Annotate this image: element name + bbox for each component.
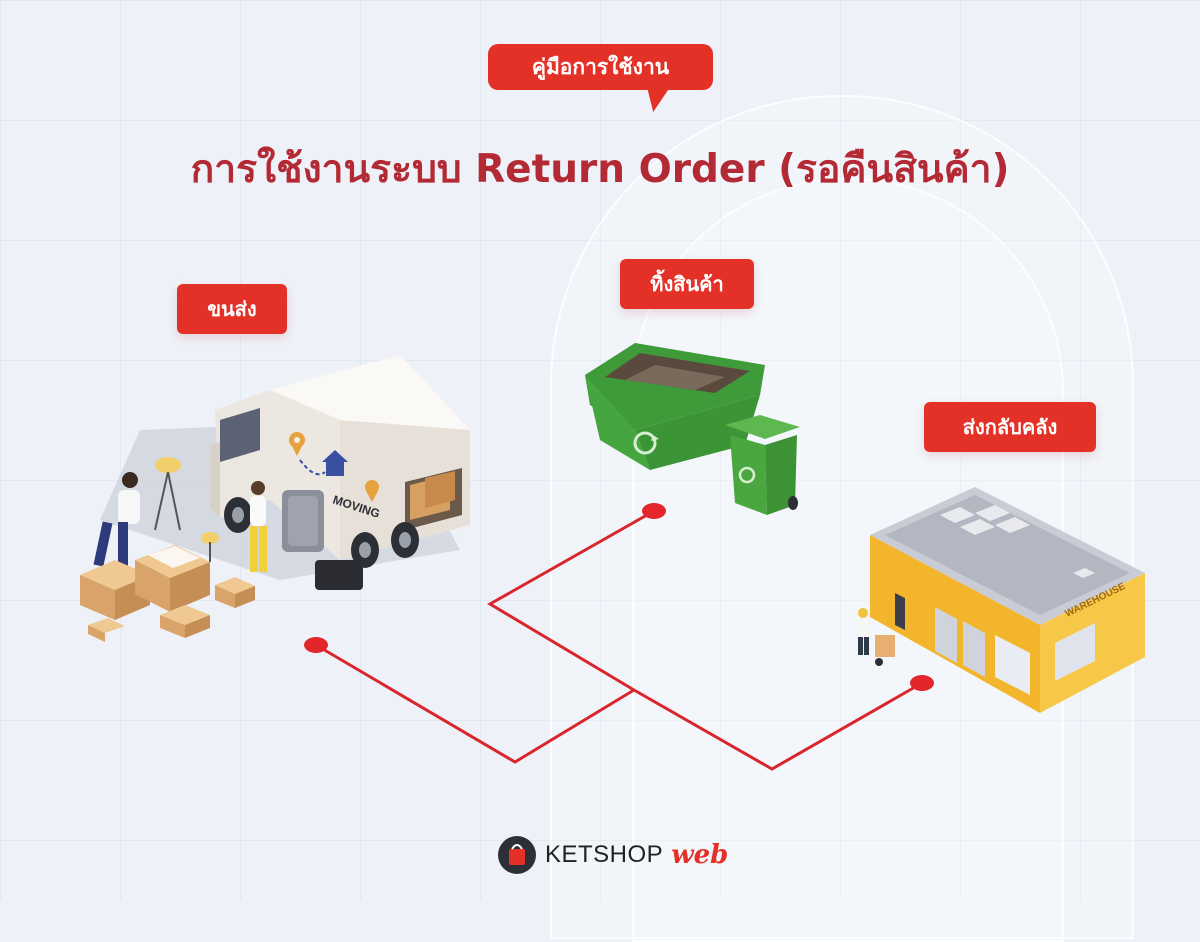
guide-badge-label: คู่มือการใช้งาน	[531, 54, 670, 79]
node-warehouse	[910, 675, 934, 691]
guide-badge: คู่มือการใช้งาน	[488, 44, 713, 90]
brand-logo: KETSHOP web	[497, 835, 728, 875]
label-shipping: ขนส่ง	[177, 284, 287, 334]
page-title: การใช้งานระบบ Return Order (รอคืนสินค้า)	[190, 147, 1010, 192]
label-discard: ทิ้งสินค้า	[620, 259, 754, 309]
label-return-warehouse: ส่งกลับคลัง	[924, 402, 1096, 452]
node-shipping	[304, 637, 328, 653]
line-junction-to-discard	[487, 509, 655, 692]
brand-suffix: web	[671, 840, 729, 870]
location-pin-icon	[289, 432, 305, 456]
line-shipping-to-junction	[315, 643, 635, 764]
label-shipping-text: ขนส่ง	[207, 297, 257, 321]
recycle-icon	[633, 431, 659, 455]
flow-lines	[304, 503, 934, 771]
brand-name: KETSHOP	[545, 841, 664, 868]
moving-truck-illustration: MOVING	[80, 355, 470, 642]
label-return-text: ส่งกลับคลัง	[962, 415, 1058, 439]
warehouse-illustration: WAREHOUSE	[858, 487, 1145, 713]
label-discard-text: ทิ้งสินค้า	[650, 272, 724, 296]
house-icon	[322, 450, 348, 476]
node-discard	[642, 503, 666, 519]
dumpster-illustration	[585, 343, 800, 515]
line-junction-to-warehouse	[633, 681, 923, 771]
ketshop-logo-icon	[498, 836, 536, 874]
